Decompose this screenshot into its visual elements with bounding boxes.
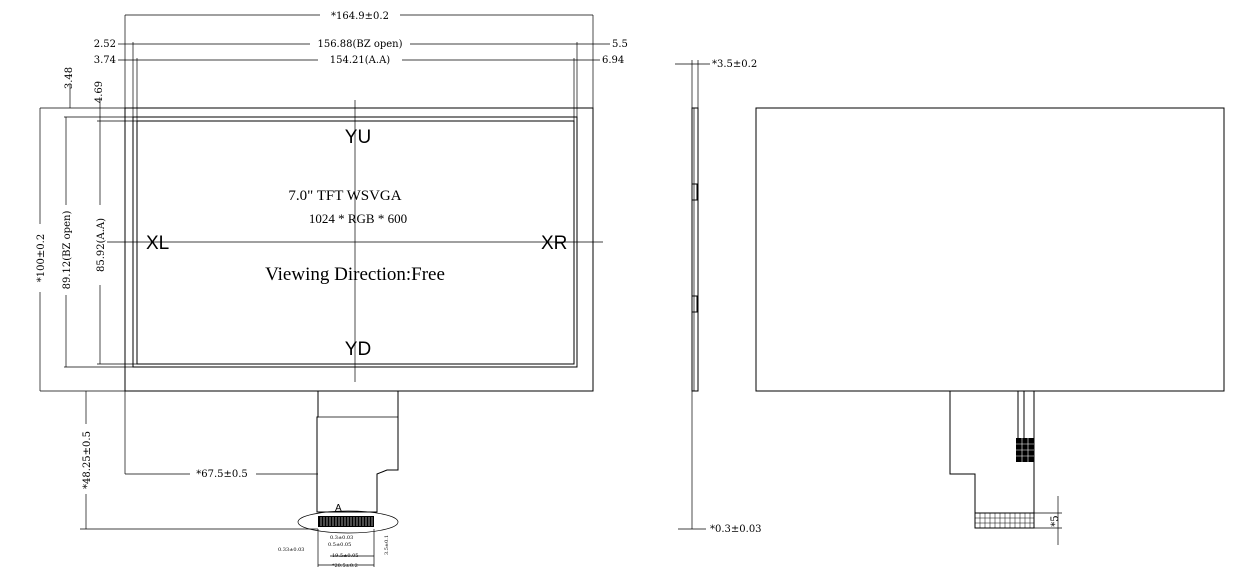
- thickness-label: *3.5±0.2: [712, 59, 757, 70]
- panel-resolution: 1024 * RGB * 600: [309, 211, 407, 226]
- left-offset-aa-label: 3.74: [94, 55, 116, 66]
- pin-dim-2: 0.5±0.05: [328, 542, 351, 548]
- top-offset-bz-label: 3.48: [64, 67, 75, 89]
- pin-dim-1: 0.3±0.03: [330, 535, 353, 541]
- back-outline: [755, 107, 1225, 392]
- stiffener-dim-label: *5: [1050, 515, 1061, 526]
- pin-dim-4: 19.5±0.05: [332, 553, 358, 559]
- bz-open-width-label: 156.88(BZ open): [317, 39, 402, 50]
- direction-down-label: YD: [345, 339, 371, 360]
- back-fpc-tail: [949, 391, 1035, 529]
- detail-a-circle: [297, 510, 399, 534]
- outline-width-label: *164.9±0.2: [331, 11, 389, 22]
- panel-outline: [124, 107, 594, 392]
- right-offset-bz-label: 5.5: [612, 39, 628, 50]
- fpc-tail: [316, 391, 399, 513]
- detail-a-label: A: [335, 503, 342, 514]
- back-view: *5: [755, 107, 1225, 545]
- direction-left-label: XL: [146, 233, 169, 254]
- front-view: *164.9±0.2 156.88(BZ open) 154.21(A.A) 2…: [34, 9, 628, 569]
- active-area-width-label: 154.21(A.A): [330, 55, 391, 66]
- pin-dim-3: 0.33±0.03: [278, 547, 304, 553]
- left-offset-bz-label: 2.52: [94, 39, 116, 50]
- right-offset-aa-label: 6.94: [602, 55, 624, 66]
- fpc-thickness-label: *0.3±0.03: [710, 524, 762, 535]
- active-area: [136, 120, 575, 365]
- bz-open-height-label: 89.12(BZ open): [62, 211, 73, 290]
- top-offset-aa-label: 4.69: [94, 81, 105, 103]
- viewing-direction-label: Viewing Direction:Free: [265, 264, 445, 285]
- side-profile: [691, 107, 699, 392]
- pin-dim-5: *20.5±0.2: [332, 563, 358, 569]
- panel-title: 7.0" TFT WSVGA: [288, 188, 401, 204]
- direction-right-label: XR: [541, 233, 567, 254]
- fpc-contacts: [318, 516, 374, 527]
- active-area-height-label: 85.92(A.A): [96, 218, 107, 272]
- back-stiffener: [974, 512, 1035, 529]
- fpc-offset-x-label: *67.5±0.5: [196, 469, 248, 480]
- side-view: *3.5±0.2 *0.3±0.03: [675, 59, 762, 535]
- direction-up-label: YU: [345, 127, 371, 148]
- fpc-length-label: *48.25±0.5: [82, 431, 93, 489]
- pin-dim-6: 3.5±0.1: [384, 535, 390, 555]
- outline-height-label: *100±0.2: [36, 234, 47, 282]
